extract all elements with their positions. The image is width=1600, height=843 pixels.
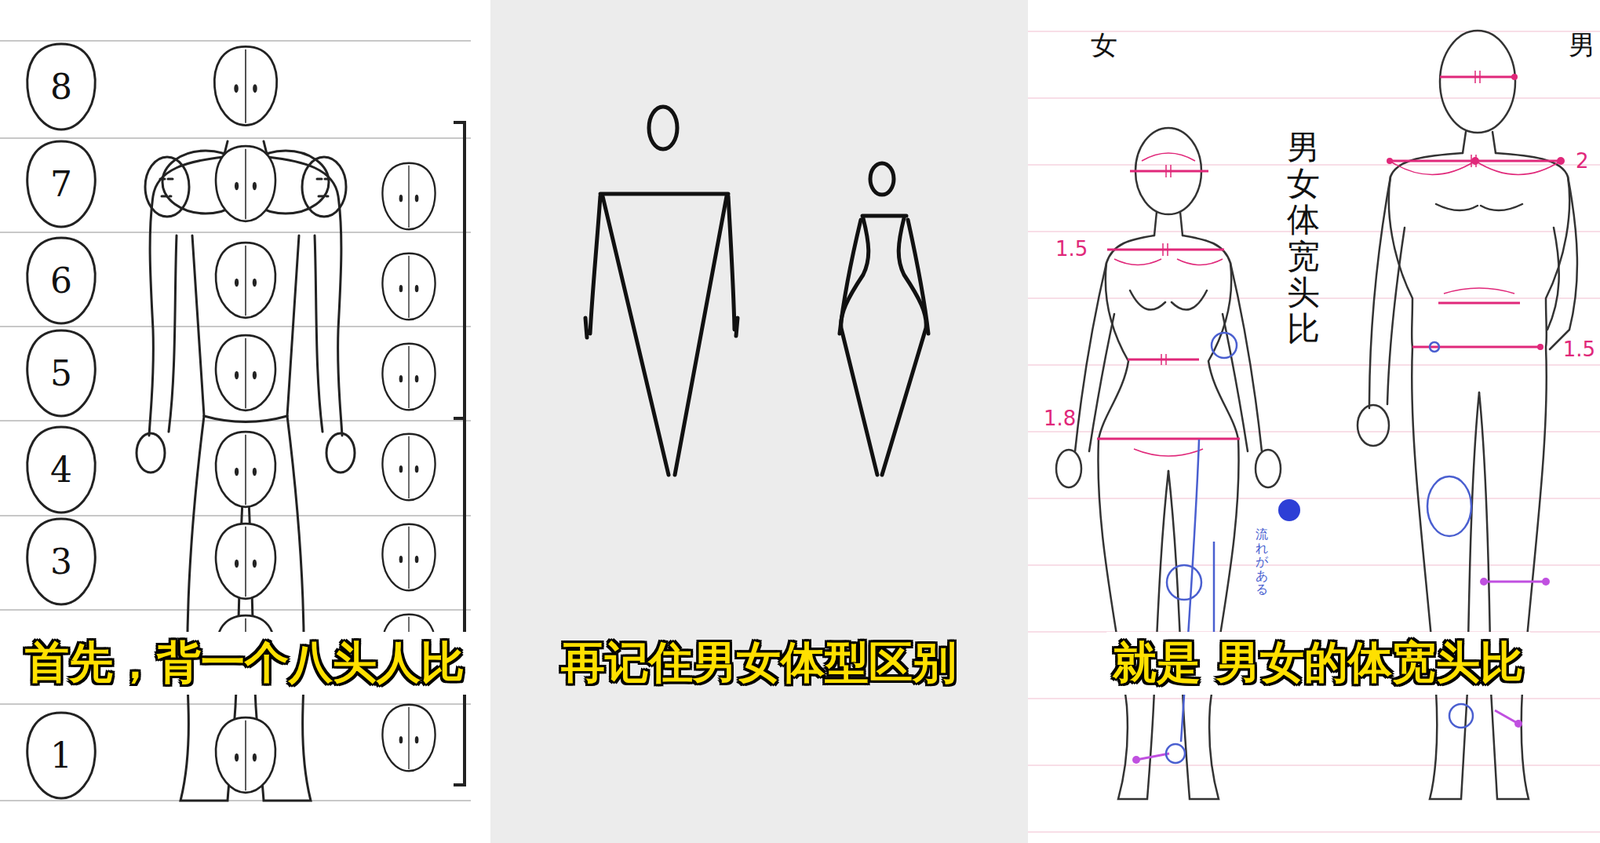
ratio-number: 1.8 bbox=[1043, 406, 1076, 431]
caption: 再记住男女体型区别 bbox=[554, 631, 963, 695]
vertical-note: 男女体宽头比 bbox=[1286, 129, 1320, 347]
caption: 首先，背一个八头人比 bbox=[18, 631, 471, 695]
head-unit: 5 bbox=[22, 327, 100, 420]
head-unit: 6 bbox=[22, 234, 100, 327]
flow-note: 流れがある bbox=[1255, 527, 1269, 597]
head-number: 8 bbox=[22, 40, 100, 133]
head-unit: 8 bbox=[22, 40, 100, 133]
ratio-number: 1.5 bbox=[1055, 236, 1088, 261]
head-number: 3 bbox=[22, 515, 100, 608]
head-number: 1 bbox=[22, 709, 100, 802]
head-number: 7 bbox=[22, 138, 100, 230]
head-number: 5 bbox=[22, 327, 100, 420]
gender-label: 女 bbox=[1090, 27, 1118, 64]
head-unit: 1 bbox=[22, 709, 100, 802]
head-unit: 4 bbox=[22, 423, 100, 516]
head-unit: 7 bbox=[22, 138, 100, 230]
ratio-number: 1.5 bbox=[1563, 337, 1596, 361]
head-number: 4 bbox=[22, 423, 100, 516]
gender-label: 男 bbox=[1568, 27, 1596, 64]
caption: 就是 男女的体宽头比 bbox=[1106, 631, 1531, 695]
ratio-number: 2 bbox=[1575, 149, 1590, 173]
head-unit: 3 bbox=[22, 515, 100, 608]
head-number: 6 bbox=[22, 234, 100, 327]
